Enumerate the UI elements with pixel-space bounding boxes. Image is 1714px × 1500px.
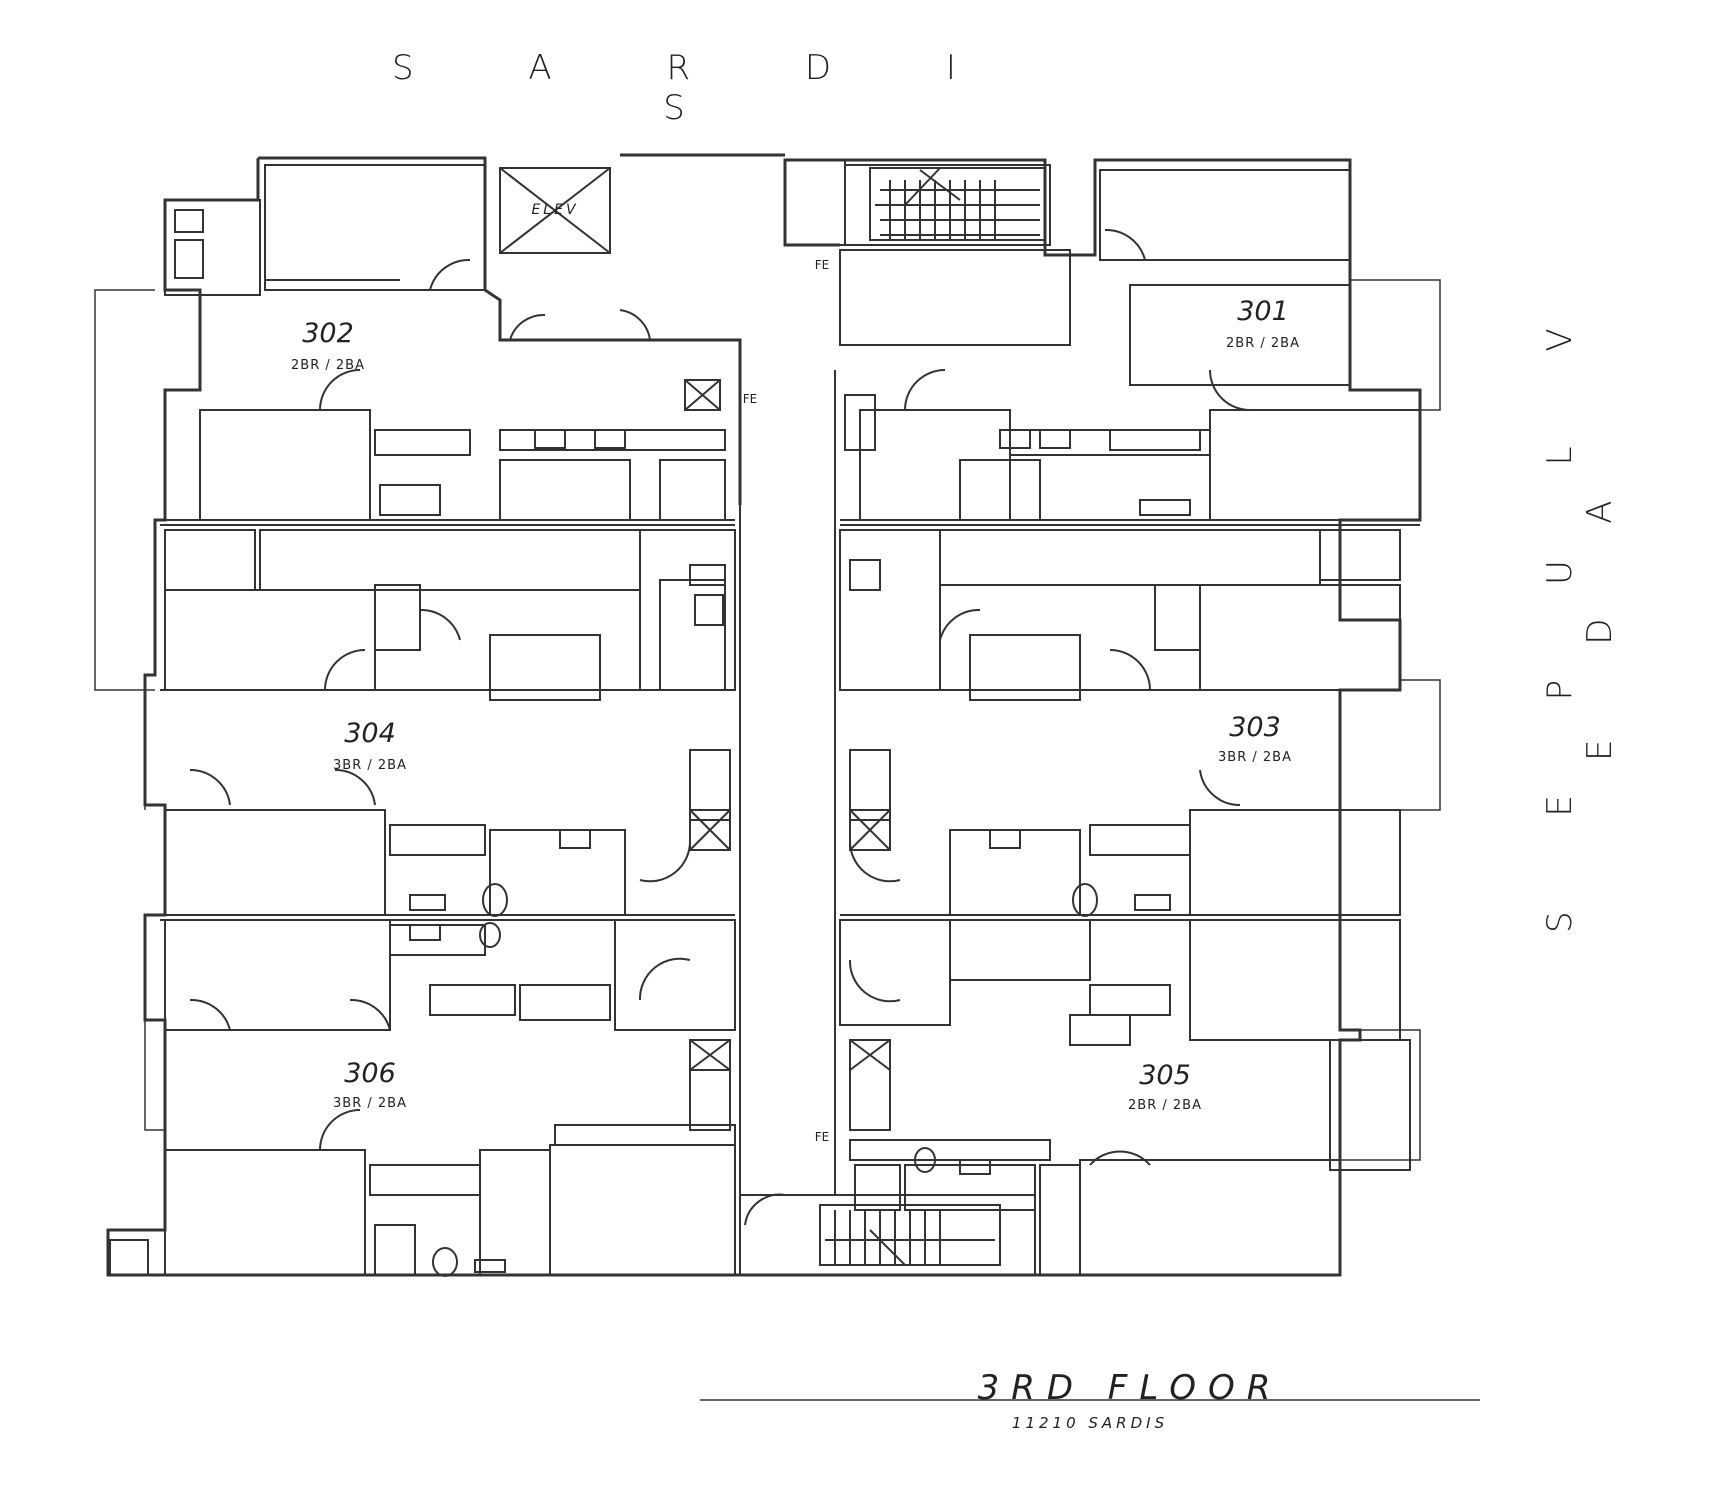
unit-number: 305 <box>1139 1060 1191 1091</box>
stair-south <box>739 1193 1036 1276</box>
corridor <box>739 340 836 1196</box>
unit-type: 2BR / 2BA <box>1128 1098 1202 1113</box>
street-name-top: S A R D I S <box>392 48 1008 128</box>
unit-305-rooms <box>839 919 1411 1276</box>
unit-302-rooms <box>164 164 726 521</box>
street-name-side: S E P U L V E D A <box>1540 286 1620 934</box>
unit-number: 304 <box>344 718 396 749</box>
unit-304-rooms <box>164 529 736 917</box>
unit-type: 2BR / 2BA <box>291 358 365 373</box>
unit-number: 303 <box>1229 712 1281 743</box>
elevator <box>499 167 611 254</box>
elevator-label: ELEV <box>531 202 579 218</box>
stair-north <box>869 167 1046 241</box>
unit-type: 2BR / 2BA <box>1226 336 1300 351</box>
balconies <box>94 279 1441 1161</box>
unit-type: 3BR / 2BA <box>1218 750 1292 765</box>
address-subtitle: 11210 SARDIS <box>1011 1414 1169 1432</box>
fe-label: FE <box>814 258 830 272</box>
fe-label: FE <box>814 1130 830 1144</box>
unit-type: 3BR / 2BA <box>333 1096 407 1111</box>
fe-label: FE <box>742 392 758 406</box>
unit-number: 306 <box>344 1058 396 1089</box>
unit-type: 3BR / 2BA <box>333 758 407 773</box>
floor-title: 3RD FLOOR <box>977 1368 1283 1408</box>
unit-303-rooms <box>839 529 1401 917</box>
unit-306-rooms <box>109 919 736 1277</box>
unit-number: 302 <box>302 318 354 349</box>
unit-number: 301 <box>1237 296 1289 327</box>
